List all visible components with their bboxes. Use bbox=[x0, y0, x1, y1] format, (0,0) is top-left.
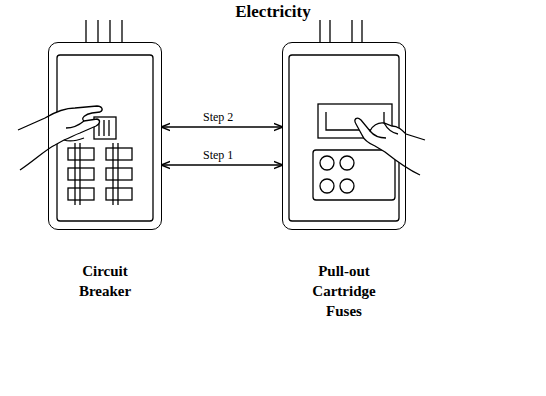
title: Electricity bbox=[0, 2, 546, 22]
panel-caption: Circuit Breaker bbox=[57, 261, 153, 301]
step-label: Step 1 bbox=[201, 148, 235, 163]
step-arrow bbox=[162, 126, 282, 127]
step-label: Step 2 bbox=[201, 110, 235, 125]
breaker-panel: Circuit Breaker bbox=[48, 42, 162, 230]
panel-caption: Pull-out Cartridge Fuses bbox=[300, 261, 388, 321]
step-arrow bbox=[162, 164, 282, 165]
fuse-panel: Pull-out Cartridge Fuses bbox=[282, 42, 406, 230]
